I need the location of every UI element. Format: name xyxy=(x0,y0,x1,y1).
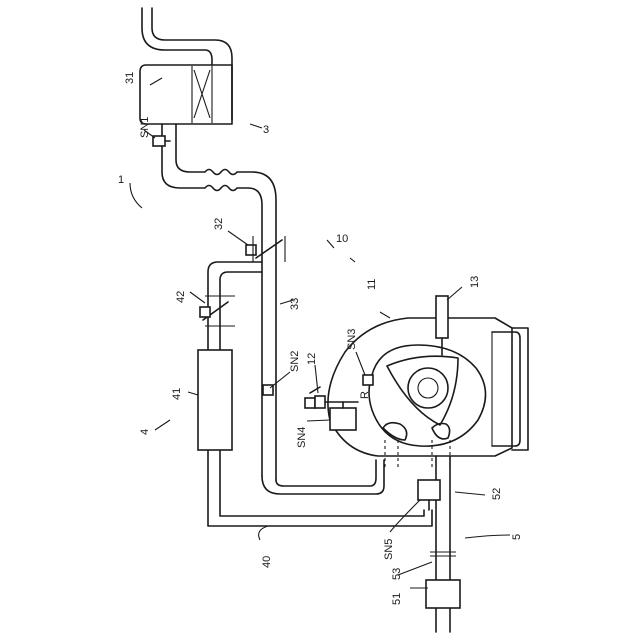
throttle-valve xyxy=(246,236,285,262)
label-rotor: 11 xyxy=(366,279,378,290)
air-inlet-duct xyxy=(142,8,232,120)
label-egr-valve: 42 xyxy=(175,291,187,303)
leader-lines xyxy=(130,78,510,588)
label-air-cleaner: 31 xyxy=(124,72,136,84)
egr-valve xyxy=(200,296,235,326)
reference-labels: 1 3 10 31 33 SN1 32 42 41 4 11 13 SN3 SN… xyxy=(118,72,523,605)
exhaust-port xyxy=(432,424,450,439)
label-egr-cooler: 41 xyxy=(171,388,183,400)
sensor-sn1 xyxy=(153,136,170,146)
label-sn1: SN1 xyxy=(139,117,151,138)
label-engine: 10 xyxy=(336,233,348,245)
label-exhaust-passage: 53 xyxy=(391,568,403,580)
label-system: 1 xyxy=(118,174,124,186)
sensor-sn3 xyxy=(363,375,373,385)
air-cleaner xyxy=(140,65,232,124)
label-spark-plug: 13 xyxy=(469,276,481,288)
catalyst xyxy=(426,580,460,608)
egr-cooler xyxy=(198,350,232,450)
label-exhaust-system: 5 xyxy=(511,534,523,540)
label-egr-system: 4 xyxy=(139,429,151,435)
intake-passage xyxy=(162,124,384,494)
label-intake-passage: 33 xyxy=(289,298,301,310)
label-throttle-valve: 32 xyxy=(213,218,225,230)
label-exhaust-valve: 52 xyxy=(491,488,503,500)
label-sn2: SN2 xyxy=(289,351,301,372)
label-sn3: SN3 xyxy=(346,329,358,350)
label-egr-passage: 40 xyxy=(261,556,273,568)
label-sn5: SN5 xyxy=(383,539,395,560)
label-injector: 12 xyxy=(306,353,318,365)
label-rotor-letter: R xyxy=(359,391,371,399)
label-catalyst: 51 xyxy=(391,593,403,605)
injector xyxy=(305,387,358,408)
label-intake-system: 3 xyxy=(263,124,269,136)
intake-port xyxy=(383,423,407,440)
rotor xyxy=(387,356,458,425)
label-sn4: SN4 xyxy=(296,427,308,448)
sensor-sn4 xyxy=(330,402,356,430)
